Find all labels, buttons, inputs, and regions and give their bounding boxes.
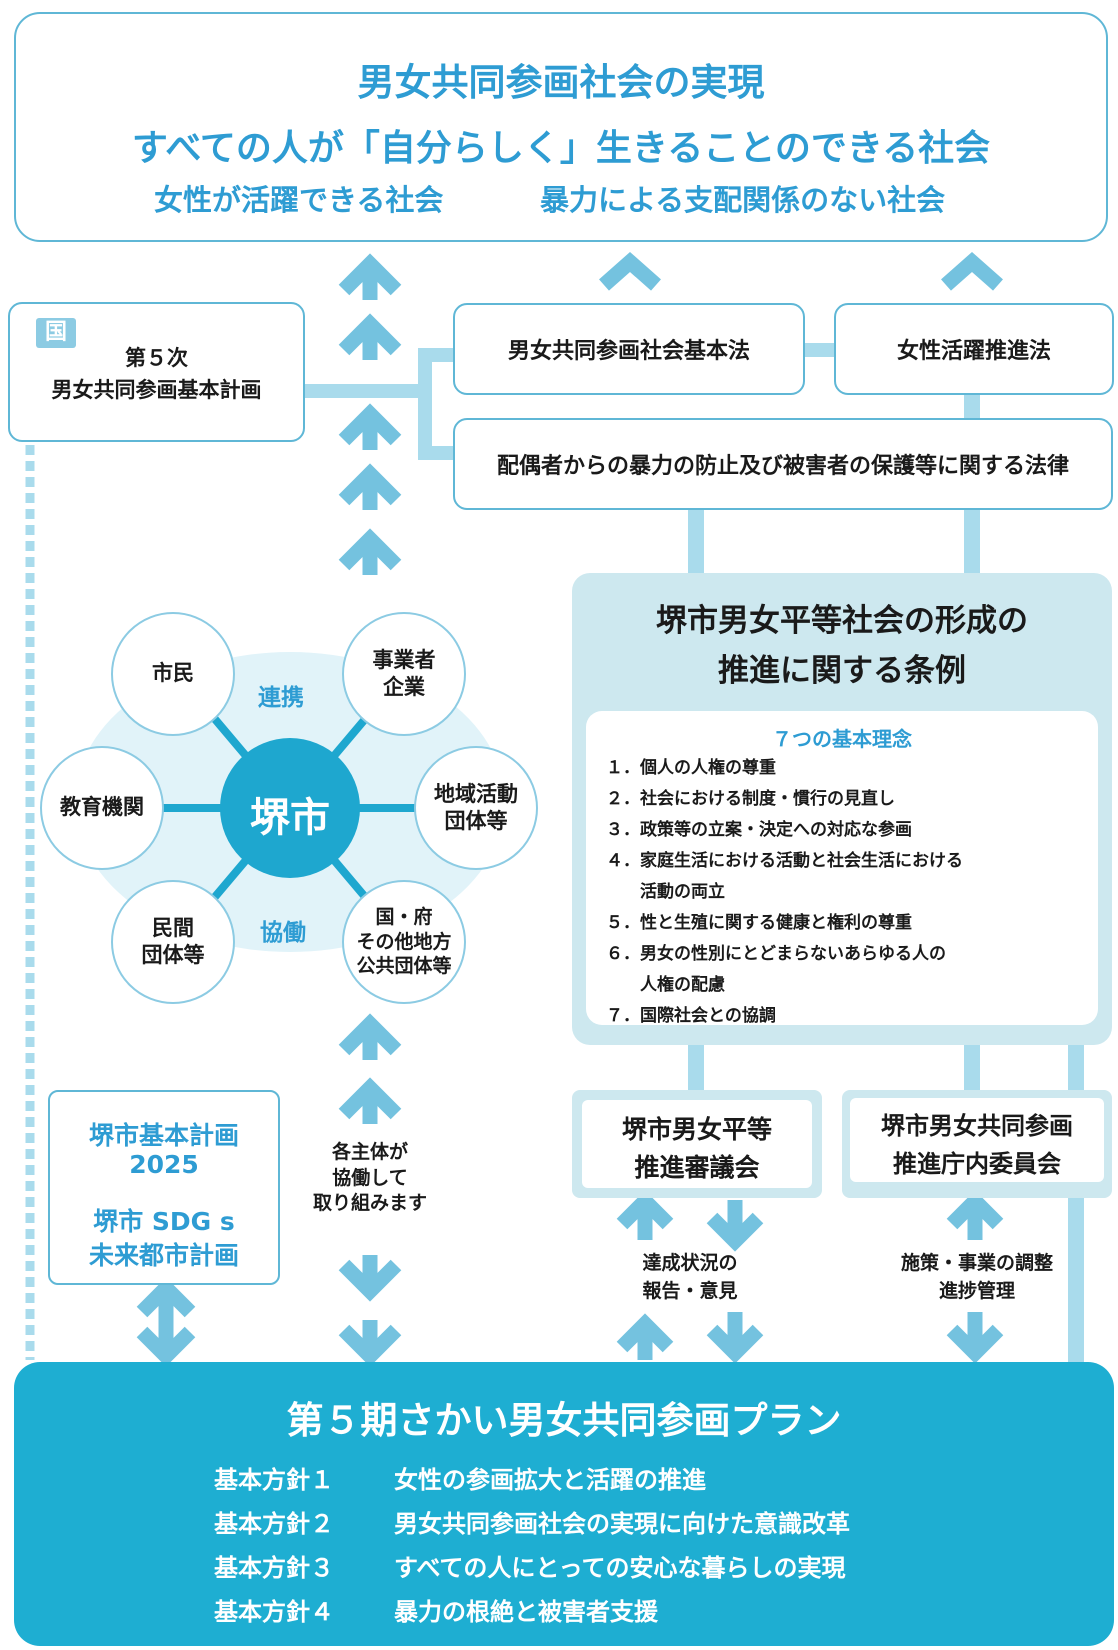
chevron-up-icon (616, 1313, 674, 1360)
cooperation-note-line: 各主体が (331, 1141, 408, 1163)
policy-label: 基本方針１ (214, 1466, 334, 1494)
hub-node-government: 国・府 その他地方 公共団体等 (342, 880, 466, 1004)
policy-label: 基本方針４ (214, 1598, 334, 1626)
report-note: 達成状況の 報告・意見 (600, 1250, 780, 1305)
hub-kyodo-label: 協働 (260, 920, 306, 946)
cooperation-note-line: 協働して (332, 1166, 408, 1189)
basic-law-box: 男女共同参画社会基本法 (453, 303, 805, 395)
committee-line1: 堺市男女共同参画 (881, 1112, 1073, 1140)
connector-law-ordinance-left (688, 508, 704, 573)
cooperation-note: 各主体が 協働して 取り組みます (292, 1140, 448, 1217)
city-sdgs-plan-line2: 未来都市計画 (88, 1241, 239, 1270)
goal-no-violence: 暴力による支配関係のない社会 (540, 183, 946, 217)
chevron-up-icon (338, 1013, 402, 1060)
policy-item: 基本方針４ 暴力の根絶と被害者支援 (214, 1592, 1094, 1632)
policy-label: 基本方針３ (214, 1554, 334, 1582)
principle-item: ６．男女の性別にとどまらないあらゆる人の (606, 944, 946, 964)
council-line2: 推進審議会 (634, 1153, 760, 1182)
principle-item: ５．性と生殖に関する健康と権利の尊重 (606, 913, 912, 933)
goal-women-active: 女性が活躍できる社会 (154, 183, 444, 217)
basic-law-label: 男女共同参画社会基本法 (507, 339, 750, 364)
coordination-note-line: 進捗管理 (938, 1279, 1015, 1302)
goal-box: 男女共同参画社会の実現 すべての人が「自分らしく」生きることのできる社会 女性が… (14, 12, 1108, 242)
principle-item: １．個人の人権の尊重 (606, 758, 776, 778)
national-plan-line1: 第５次 (125, 346, 188, 370)
plan-box: 第５期さかい男女共同参画プラン 基本方針１ 女性の参画拡大と活躍の推進 基本方針… (14, 1362, 1114, 1646)
policy-text: 女性の参画拡大と活躍の推進 (394, 1466, 706, 1494)
dv-law-box: 配偶者からの暴力の防止及び被害者の保護等に関する法律 (453, 418, 1113, 510)
principle-item: ２．社会における制度・慣行の見直し (606, 789, 895, 809)
chevron-down-icon (338, 1255, 402, 1302)
committee-inner: 堺市男女共同参画 推進庁内委員会 (850, 1098, 1104, 1182)
chevron-up-icon (338, 403, 402, 450)
ordinance-title-line2: 推進に関する条例 (718, 653, 966, 689)
national-tag: 国 (36, 318, 76, 348)
chevron-up-icon (616, 1190, 674, 1240)
chevron-down-icon (706, 1312, 764, 1364)
council-box: 堺市男女平等 推進審議会 (572, 1090, 822, 1198)
principle-item: 活動の両立 (606, 882, 725, 902)
city-basic-plan: 堺市基本計画 (88, 1121, 239, 1150)
coordination-note-line: 施策・事業の調整 (900, 1252, 1053, 1274)
policy-label: 基本方針２ (214, 1510, 334, 1538)
national-plan-box: 国 第５次 男女共同参画基本計画 (8, 302, 305, 442)
hub-node-private: 民間 団体等 (111, 880, 235, 1004)
hub-node-citizens: 市民 (111, 612, 235, 736)
women-law-label: 女性活躍推進法 (896, 339, 1051, 364)
chevron-up-icon (338, 528, 402, 575)
city-plans-box: 堺市基本計画 2025 堺市 SDG s 未来都市計画 (48, 1090, 280, 1285)
hub-center-label: 堺市 (250, 795, 330, 841)
chevron-up-icon (338, 313, 402, 360)
council-line1: 堺市男女平等 (621, 1115, 772, 1144)
policy-item: 基本方針３ すべての人にとっての安心な暮らしの実現 (214, 1548, 1094, 1588)
chevron-up-icon (941, 251, 1003, 291)
report-note-line: 報告・意見 (642, 1279, 738, 1302)
chevron-down-icon (706, 1200, 764, 1252)
chevron-down-icon (946, 1312, 1004, 1364)
connector-national-laws (305, 384, 425, 398)
ordinance-panel: 堺市男女平等社会の形成の 推進に関する条例 ７つの基本理念 １．個人の人権の尊重… (572, 573, 1112, 1045)
hub-node-community: 地域活動 団体等 (414, 746, 538, 870)
ordinance-title-line1: 堺市男女平等社会の形成の (656, 603, 1028, 639)
principle-item: 人権の配慮 (606, 975, 725, 995)
goal-subtitle: すべての人が「自分らしく」生きることのできる社会 (131, 128, 991, 169)
committee-line2: 推進庁内委員会 (893, 1150, 1061, 1178)
chevron-up-icon (338, 253, 402, 300)
committee-box: 堺市男女共同参画 推進庁内委員会 (842, 1090, 1112, 1198)
national-plan-line2: 男女共同参画基本計画 (51, 378, 262, 402)
double-arrow-icon (136, 1277, 196, 1367)
chevron-up-icon (599, 251, 661, 291)
dv-law-label: 配偶者からの暴力の防止及び被害者の保護等に関する法律 (496, 454, 1069, 479)
cooperation-note-line: 取り組みます (312, 1192, 427, 1215)
policy-text: すべての人にとっての安心な暮らしの実現 (394, 1554, 846, 1582)
chevron-up-icon (946, 1190, 1004, 1240)
city-sdgs-plan: 堺市 SDG s (93, 1207, 235, 1236)
policy-item: 基本方針２ 男女共同参画社会の実現に向けた意識改革 (214, 1504, 1094, 1544)
policy-item: 基本方針１ 女性の参画拡大と活躍の推進 (214, 1460, 1094, 1500)
principles-heading: ７つの基本理念 (772, 727, 912, 751)
chevron-down-icon (338, 1320, 402, 1367)
women-law-box: 女性活躍推進法 (834, 303, 1114, 395)
policy-text: 暴力の根絶と被害者支援 (394, 1598, 658, 1626)
coordination-note: 施策・事業の調整 進捗管理 (872, 1250, 1082, 1305)
chevron-up-icon (338, 1077, 402, 1124)
goal-title: 男女共同参画社会の実現 (357, 61, 765, 104)
principle-item: ７．国際社会との協調 (606, 1006, 776, 1026)
plan-title: 第５期さかい男女共同参画プラン (286, 1399, 842, 1442)
principle-item: ３．政策等の立案・決定への対応な参画 (606, 820, 912, 840)
connector-laws (804, 343, 834, 357)
chevron-up-icon (338, 463, 402, 510)
city-basic-plan-year: 2025 (129, 1150, 199, 1179)
principles-box: ７つの基本理念 １．個人の人権の尊重 ２．社会における制度・慣行の見直し ３．政… (586, 711, 1098, 1026)
hub-node-education: 教育機関 (40, 746, 164, 870)
hub-node-business: 事業者 企業 (342, 612, 466, 736)
report-note-line: 達成状況の (642, 1252, 738, 1274)
policy-text: 男女共同参画社会の実現に向けた意識改革 (394, 1510, 850, 1538)
principle-item: ４．家庭生活における活動と社会生活における (606, 851, 963, 871)
hub-center-circle (220, 738, 360, 878)
hub-renkei-label: 連携 (258, 685, 304, 711)
council-inner: 堺市男女平等 推進審議会 (582, 1100, 812, 1188)
